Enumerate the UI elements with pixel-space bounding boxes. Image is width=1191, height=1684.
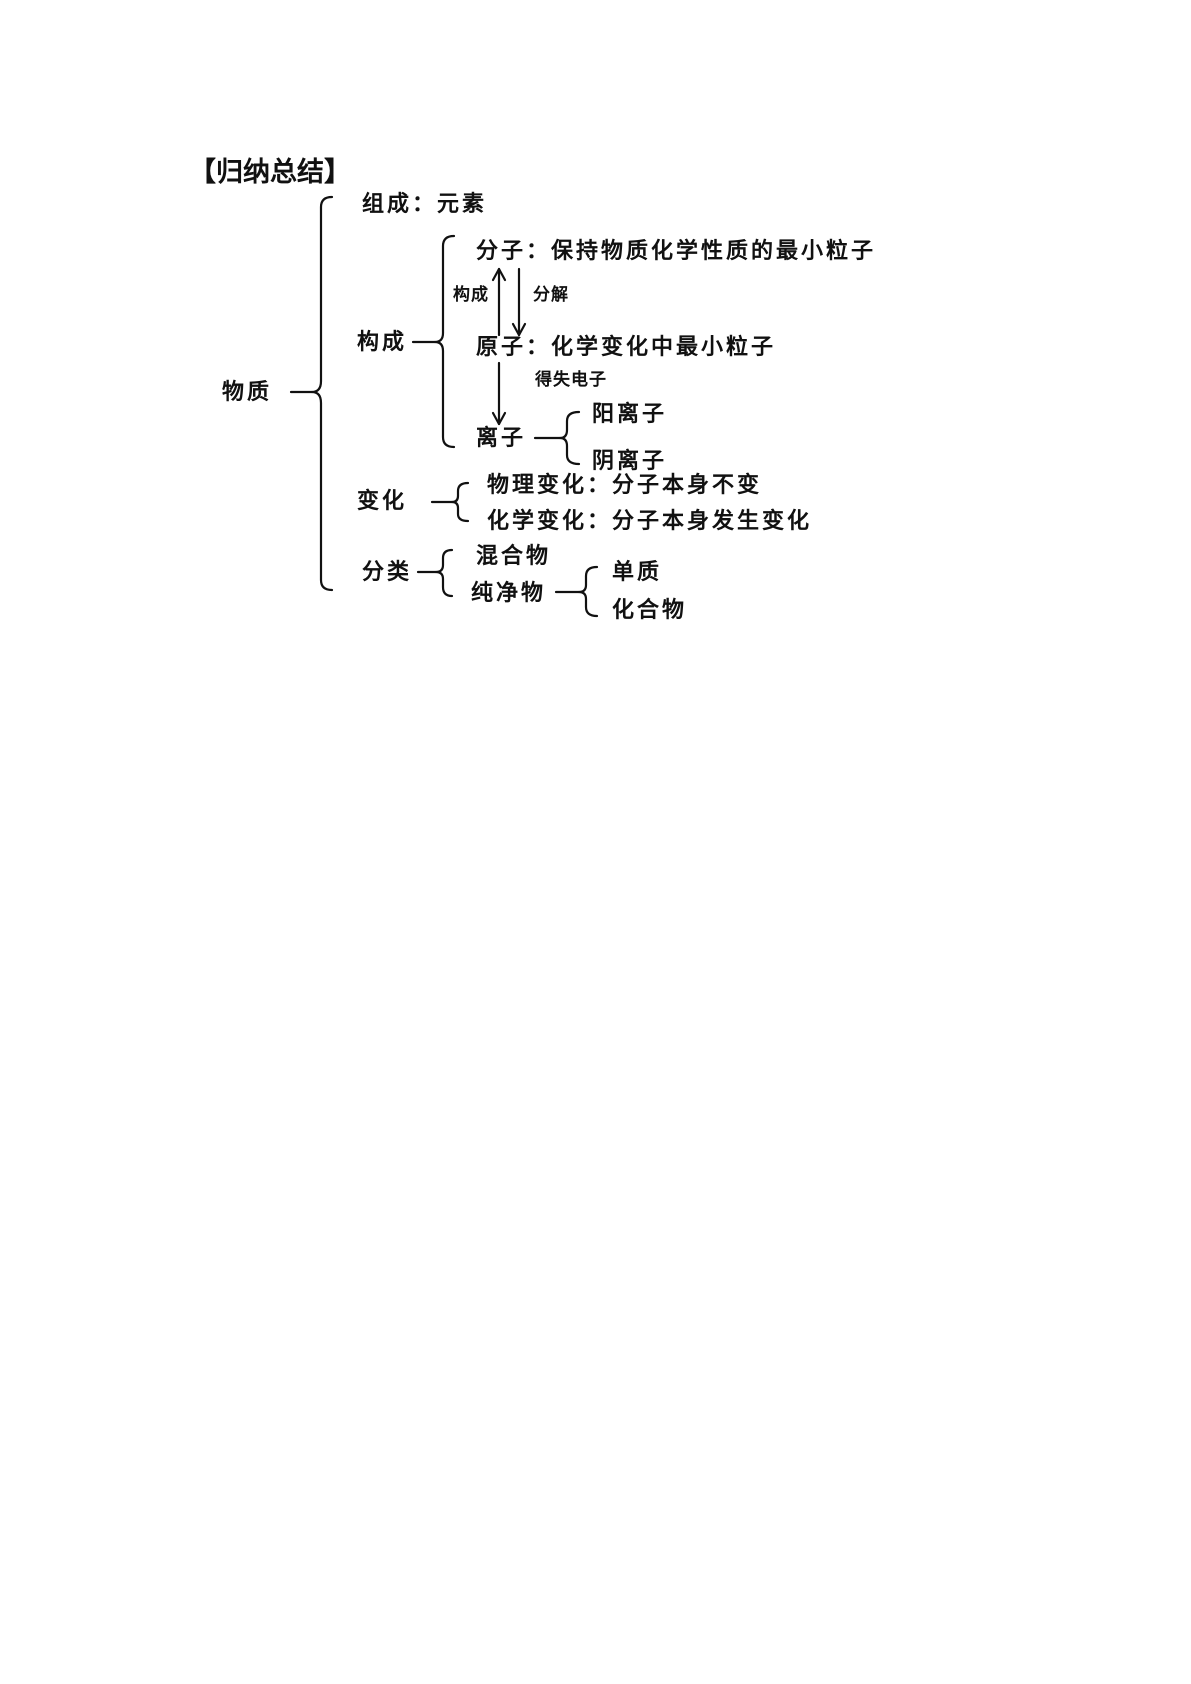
electron-label: 得失电子 [535, 370, 607, 390]
chemical-change-name: 化学变化： [487, 508, 613, 534]
pure-substance-label: 纯净物 [471, 580, 547, 606]
physical-change-row: 物理变化：分子本身不变 [487, 474, 762, 496]
ion-label: 离子 [476, 425, 527, 451]
anion-label: 阴离子 [592, 448, 668, 474]
compound-label: 化合物 [612, 597, 688, 623]
molecule-row: 分子：保持物质化学性质的最小粒子 [476, 240, 876, 262]
pure-brace [577, 565, 599, 618]
composition-value: 元素 [437, 191, 488, 217]
main-brace [310, 195, 334, 592]
structure-brace [433, 234, 456, 449]
compose-arrow-label: 构成 [453, 285, 489, 305]
electron-arrowhead [491, 411, 507, 426]
structure-label: 构成 [357, 329, 408, 355]
root-label: 物质 [222, 379, 273, 405]
atom-name: 原子： [476, 334, 552, 360]
physical-change-name: 物理变化： [487, 472, 613, 498]
ion-brace [558, 410, 581, 466]
classification-label: 分类 [362, 559, 413, 585]
change-brace [450, 481, 470, 523]
physical-change-desc: 分子本身不变 [612, 472, 763, 498]
chemical-change-row: 化学变化：分子本身发生变化 [487, 510, 812, 532]
decompose-arrow-label: 分解 [533, 285, 569, 305]
chemical-change-desc: 分子本身发生变化 [612, 508, 813, 534]
atom-row: 原子：化学变化中最小粒子 [476, 336, 776, 358]
element-substance-label: 单质 [612, 559, 663, 585]
mixture-label: 混合物 [476, 543, 552, 569]
compose-arrowhead [491, 267, 507, 282]
molecule-desc: 保持物质化学性质的最小粒子 [551, 238, 877, 264]
decompose-arrowhead [511, 322, 527, 337]
composition-label: 组成： [362, 191, 438, 217]
molecule-name: 分子： [476, 238, 552, 264]
cation-label: 阳离子 [592, 401, 668, 427]
classification-brace [434, 548, 454, 598]
composition-row: 组成：元素 [362, 193, 487, 215]
page-title: 【归纳总结】 [189, 157, 351, 188]
atom-desc: 化学变化中最小粒子 [551, 334, 777, 360]
change-label: 变化 [357, 488, 408, 514]
